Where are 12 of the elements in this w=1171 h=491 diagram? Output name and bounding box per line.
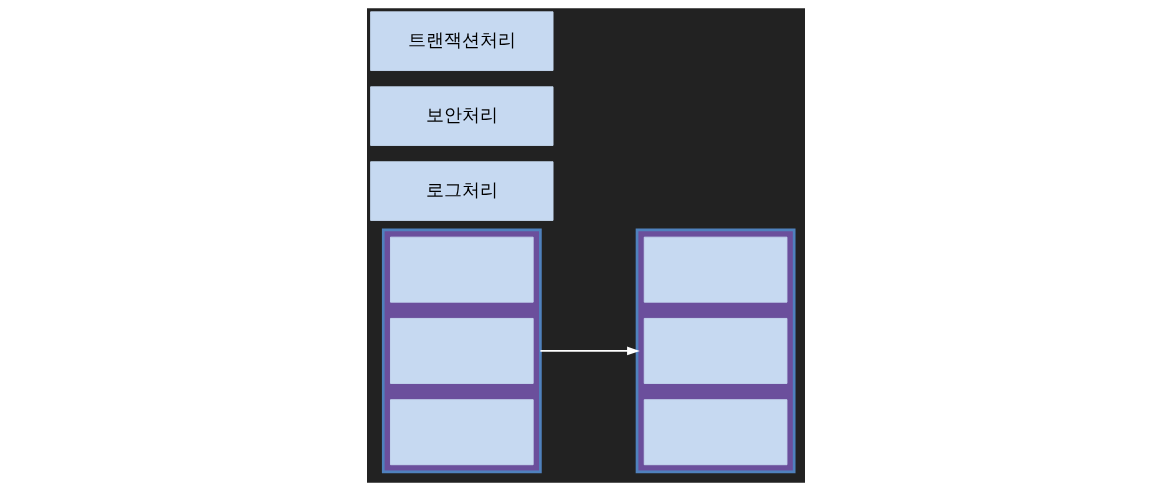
node-box [389,399,534,466]
node-box: 트랜잭션처리 [369,11,553,71]
node-box [643,317,787,384]
node-box [643,236,787,303]
node-box: 로그처리 [369,161,553,221]
node-box: 보안처리 [369,86,553,146]
arrow [539,346,640,356]
node-box [389,236,534,303]
cluster [635,228,795,474]
cluster [381,228,542,474]
node-box [389,317,534,384]
node-box [643,399,787,466]
